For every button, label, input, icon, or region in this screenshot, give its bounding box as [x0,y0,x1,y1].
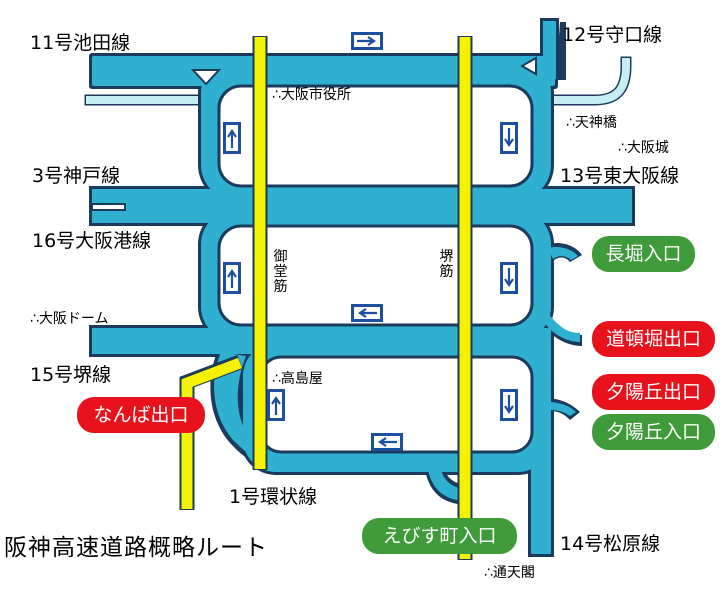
route-kobe: 3号神戸線 [32,165,121,187]
landmark-takashimaya: ∴高島屋 [272,371,323,387]
down-arrow-sign [498,387,520,423]
route-moriguchi: 12号守口線 [562,24,663,46]
up-arrow-sign [221,120,243,156]
left-arrow-sign [349,302,385,324]
down-arrow-sign [498,260,520,296]
surface-streets [179,36,473,560]
street-sakaisuji: 堺筋 [439,249,454,281]
ramp-ebisucho-entrance[interactable]: えびす町入口 [362,518,517,554]
right-arrow-sign [349,30,385,52]
ramp-nagahori-entrance[interactable]: 長堀入口 [592,236,695,272]
street-midosuji: 御堂筋 [273,249,288,296]
landmark-city-hall: ∴大阪市役所 [272,87,351,103]
route-osakako: 16号大阪港線 [32,230,152,252]
ramp-namba-exit[interactable]: なんば出口 [77,397,205,433]
landmark-tenjinbashi: ∴天神橋 [566,115,617,131]
route-sakai: 15号堺線 [30,364,112,386]
landmark-osaka-dome: ∴大阪ドーム [30,311,109,327]
down-arrow-sign [498,120,520,156]
route-kanjo: 1号環状線 [229,486,318,508]
route-matsubara: 14号松原線 [560,533,661,555]
landmark-tsutenkaku: ∴通天閣 [484,565,535,581]
up-arrow-sign [221,260,243,296]
map-title: 阪神高速道路概略ルート [4,535,268,561]
ramp-dotonbori-exit[interactable]: 道頓堀出口 [592,321,715,357]
up-arrow-sign [265,387,287,423]
ramp-yuhigaoka-exit[interactable]: 夕陽丘出口 [592,374,715,410]
landmark-osaka-castle: ∴大阪城 [618,140,669,156]
left-arrow-sign [369,431,405,453]
ramp-yuhigaoka-entrance[interactable]: 夕陽丘入口 [592,414,715,450]
route-higashiosaka: 13号東大阪線 [560,165,680,187]
route-ikeda: 11号池田線 [30,32,131,54]
